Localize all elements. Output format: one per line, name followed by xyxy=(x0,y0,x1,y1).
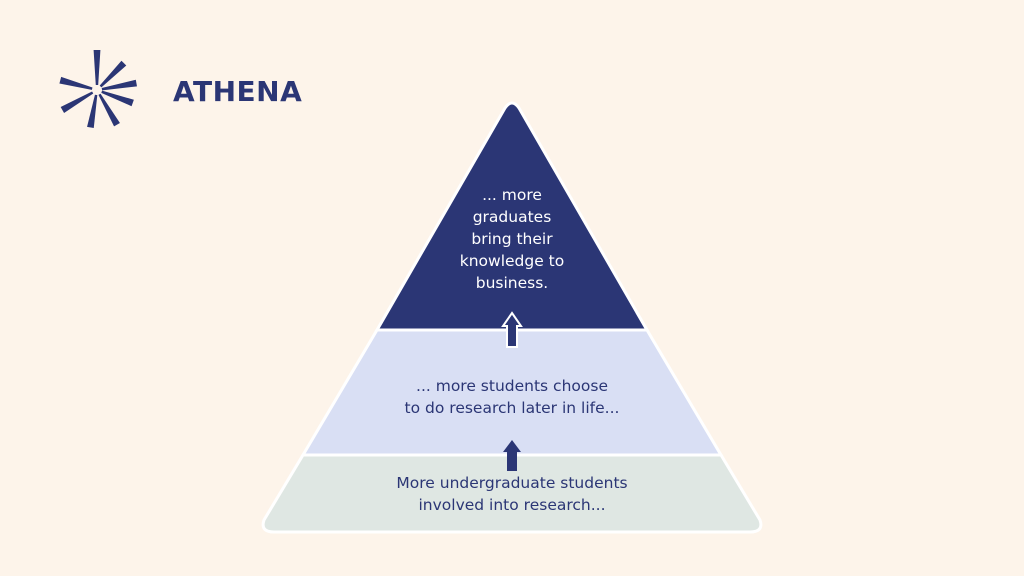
pyramid-tier-middle-text: ... more students choose to do research … xyxy=(362,375,662,419)
pyramid-tier-bottom xyxy=(261,453,763,534)
pyramid-tier-bottom-text: More undergraduate students involved int… xyxy=(342,472,682,516)
starburst-ray xyxy=(59,76,93,90)
tier-text-line: More undergraduate students xyxy=(396,474,628,492)
starburst-ray xyxy=(98,93,120,127)
tier-text-line: bring their xyxy=(471,230,553,248)
pyramid-tier-top-text: ... more graduates bring their knowledge… xyxy=(437,184,587,294)
tier-text-line: involved into research... xyxy=(418,496,606,514)
brand-name: ATHENA xyxy=(173,74,303,108)
starburst-ray xyxy=(93,50,101,85)
brand-logo: ATHENA xyxy=(55,48,302,132)
starburst-ray xyxy=(101,79,137,91)
up-arrow-icon xyxy=(501,311,523,348)
starburst-icon xyxy=(59,50,137,129)
tier-text-line: business. xyxy=(475,274,549,292)
tier-text-line: ... more students choose xyxy=(416,377,608,395)
starburst-ray xyxy=(99,60,127,88)
tier-text-line: to do research later in life... xyxy=(404,399,620,417)
up-arrow-icon xyxy=(503,440,521,471)
pyramid-tier-top xyxy=(374,101,650,332)
starburst-ray xyxy=(101,90,134,107)
tier-text-line: ... more xyxy=(482,186,542,204)
starburst-ray xyxy=(60,91,94,113)
starburst-ray xyxy=(87,94,98,129)
tier-text-line: knowledge to xyxy=(459,252,565,270)
tier-text-line: graduates xyxy=(472,208,552,226)
